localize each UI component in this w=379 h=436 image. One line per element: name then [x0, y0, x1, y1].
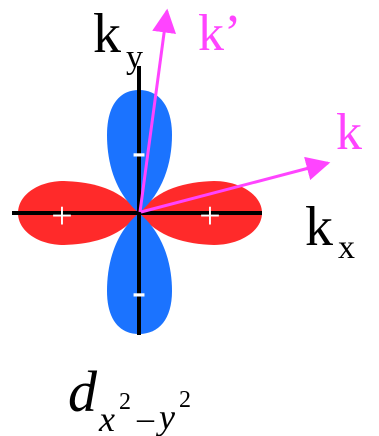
kx-label-sub: x: [338, 229, 355, 266]
orbital-minus: –: [136, 400, 155, 436]
left-lobe-sign: +: [51, 195, 72, 237]
orbital-y-exponent: 2: [179, 387, 191, 413]
orbital-x: x: [98, 399, 115, 436]
k-label: k: [336, 104, 362, 161]
ky-label-sub: y: [126, 39, 143, 76]
orbital-y: y: [156, 397, 175, 436]
orbital-x-exponent: 2: [119, 389, 131, 415]
right-lobe-sign: +: [199, 195, 220, 237]
ky-label-base: k: [93, 3, 121, 65]
top-lobe-sign: -: [132, 129, 146, 175]
kx-label-base: k: [305, 196, 333, 258]
orbital-d: d: [68, 359, 98, 424]
bottom-lobe-sign: -: [132, 269, 146, 315]
vector-labels: k’ k: [198, 5, 362, 161]
orbital-label: d x 2 – y 2: [68, 359, 191, 436]
k-prime-label: k’: [198, 5, 241, 62]
